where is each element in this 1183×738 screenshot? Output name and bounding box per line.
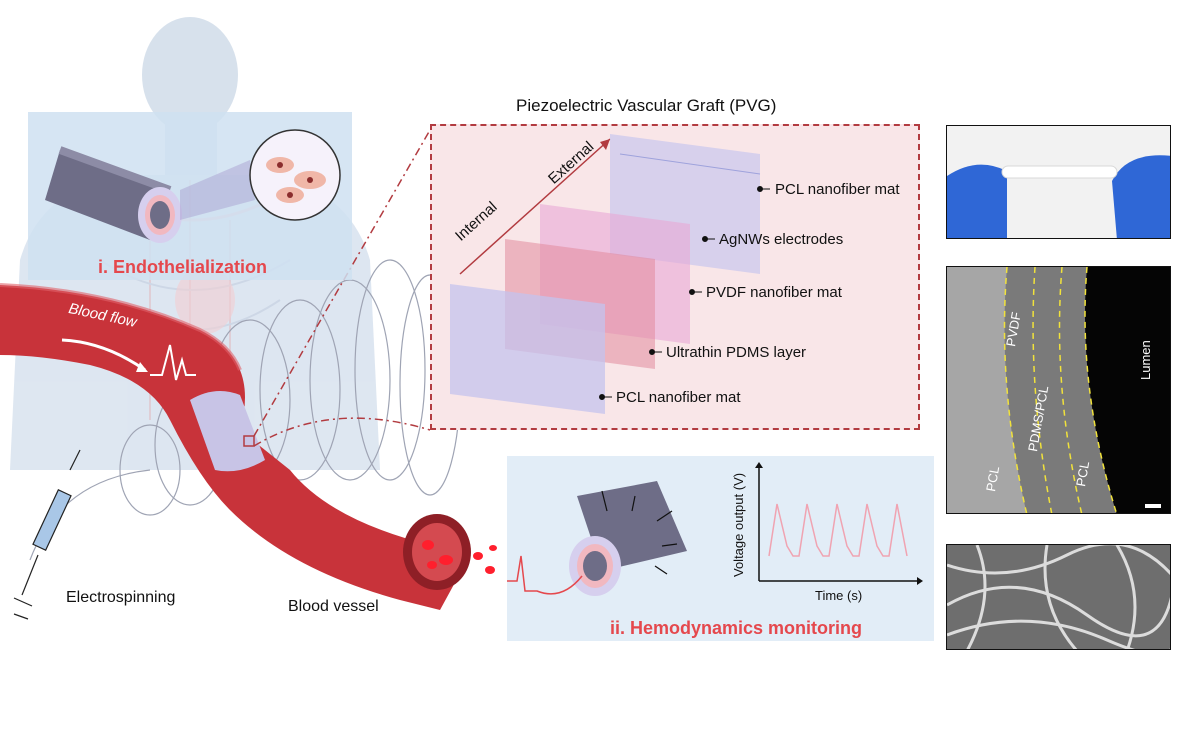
layer-stack-diagram	[450, 134, 770, 414]
graft-tube-icon	[45, 129, 341, 243]
voltage-xlabel: Time (s)	[815, 588, 863, 603]
sem-lumen-label: Lumen	[1138, 340, 1153, 380]
pvg-title: Piezoelectric Vascular Graft (PVG)	[516, 96, 777, 115]
photo-sem-fibers	[946, 544, 1171, 650]
layer-agnws: AgNWs electrodes	[719, 231, 844, 248]
cell-zoom-icon	[249, 129, 341, 221]
voltage-ylabel: Voltage output (V)	[731, 472, 746, 577]
layer-pvdf: PVDF nanofiber mat	[706, 284, 842, 301]
hemodynamics-label: ii. Hemodynamics monitoring	[610, 618, 863, 638]
layer-pdms: Ultrathin PDMS layer	[666, 344, 807, 361]
layer-pcl-top: PCL nanofiber mat	[775, 181, 900, 198]
blood-vessel-label: Blood vessel	[288, 598, 379, 615]
photo-sem-cross-section	[946, 266, 1171, 514]
vessel-icon	[0, 283, 497, 610]
endothelialization-label: i. Endothelialization	[98, 257, 268, 277]
electrospinning-label: Electrospinning	[66, 589, 176, 606]
syringe-icon	[13, 449, 81, 620]
photo-glove	[946, 125, 1171, 239]
layer-pcl-bottom: PCL nanofiber mat	[616, 389, 741, 406]
hemodynamics-diagram	[507, 462, 923, 596]
